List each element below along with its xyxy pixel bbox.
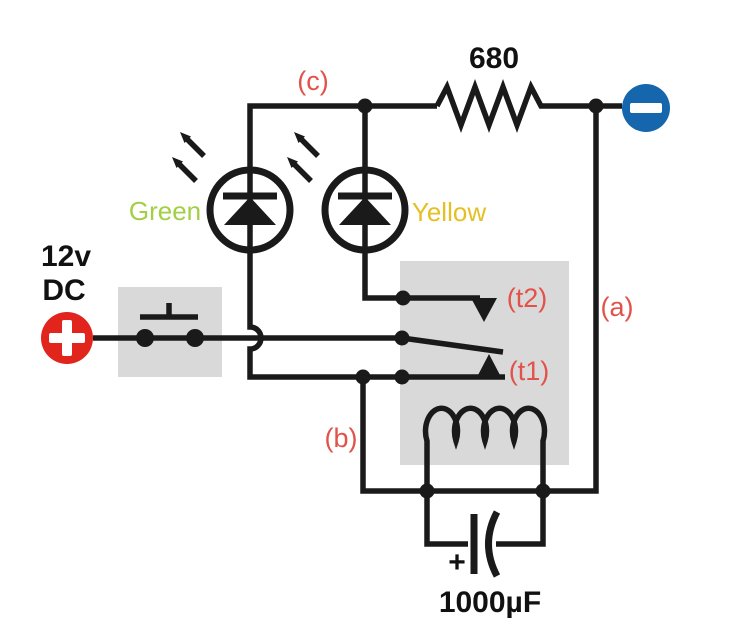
wire-b-bottom-a-loop: [360, 106, 599, 494]
green-led-emission-arrow-icon: [180, 132, 204, 156]
minus-terminal-bar: [630, 103, 662, 113]
green-led-emission-arrow-icon: [172, 157, 196, 181]
contact-t1-label: (t1): [509, 356, 550, 386]
supply-dc-label: DC: [42, 274, 85, 307]
pushbutton-housing-box: [118, 287, 222, 377]
node-a-label: (a): [601, 292, 634, 322]
junction-dot-t2: [395, 290, 411, 306]
pushbutton-contact-left: [136, 329, 154, 347]
pushbutton-contact-right: [186, 329, 204, 347]
junction-dot-coil-left: [419, 483, 435, 499]
junction-dot-coil-right: [535, 483, 551, 499]
resistor-symbol: [434, 79, 547, 133]
node-b-label: (b): [325, 423, 358, 453]
resistor-value-label: 680: [469, 42, 519, 75]
yellow-led-circle: [321, 166, 409, 254]
capacitor-left-lead: [424, 491, 468, 547]
relay-common-arm: [401, 335, 504, 355]
capacitor-right-lead: [496, 491, 546, 547]
green-led-label: Green: [129, 196, 201, 226]
junction-dot-c-node: [357, 98, 373, 114]
relay-contact-t2-triangle: [471, 298, 497, 322]
contact-t2-label: (t2): [507, 283, 548, 313]
junction-dot-minus-node: [588, 98, 604, 114]
relay-coil-symbol: [422, 405, 548, 491]
plus-terminal-vbar: [62, 320, 72, 356]
yellow-led-label: Yellow: [412, 197, 486, 227]
yellow-led-triangle: [339, 197, 391, 225]
green-led-circle: [206, 166, 294, 254]
capacitor-value-label: 1000µF: [439, 586, 541, 619]
capacitor-negative-plate-curve: [485, 510, 501, 578]
node-c-label: (c): [297, 66, 328, 96]
junction-dot-common: [394, 330, 410, 346]
capacitor-polarity-label: +: [448, 546, 466, 579]
green-led-triangle: [224, 197, 276, 225]
relay-contact-t1-triangle: [477, 354, 501, 377]
junction-dot-b-node: [355, 369, 371, 385]
yellow-led-emission-arrow-icon: [287, 157, 311, 181]
wire-yellow-led-to-t2: [362, 250, 480, 301]
yellow-led-emission-arrow-icon: [294, 132, 318, 156]
junction-dot-t1: [394, 369, 410, 385]
supply-voltage-label: 12v: [41, 240, 91, 273]
